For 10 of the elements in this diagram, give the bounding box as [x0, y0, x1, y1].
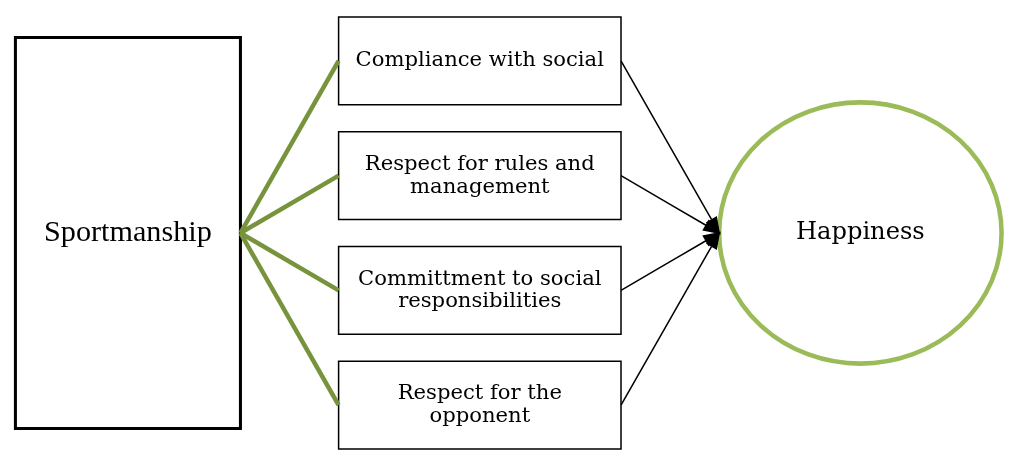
node-circle: Happiness	[716, 100, 1004, 366]
connector	[237, 59, 341, 235]
connector	[238, 173, 340, 235]
node-box: Respect for the opponent	[337, 360, 622, 450]
connector	[237, 231, 341, 407]
node-box: Respect for rules and management	[337, 131, 622, 221]
node-box: Compliance with social	[337, 16, 622, 106]
node-box: Sportmanship	[13, 35, 242, 431]
node-box: Committment to social responsibilities	[337, 245, 622, 335]
connector	[238, 231, 340, 293]
